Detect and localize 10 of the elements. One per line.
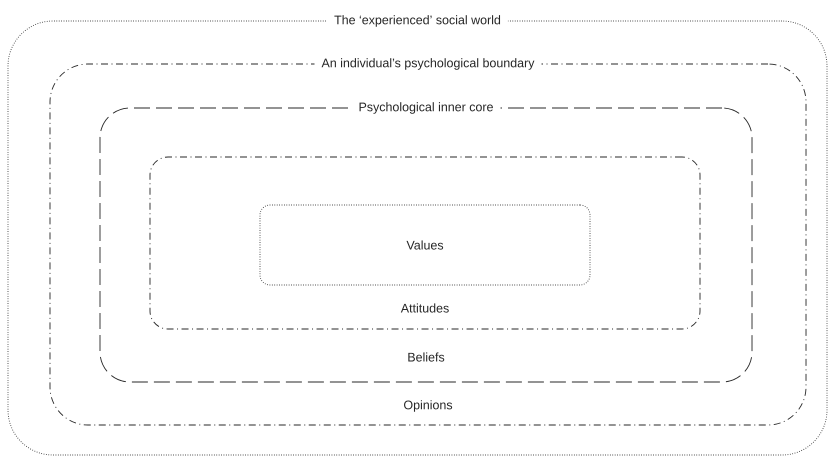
box-heading: The ‘experienced’ social world xyxy=(327,14,508,28)
nested-box xyxy=(150,156,700,330)
box-heading: Psychological inner core xyxy=(352,101,500,115)
box-heading: An individual’s psychological boundary xyxy=(314,57,542,71)
box-label: Values xyxy=(406,240,444,250)
box-label: Attitudes xyxy=(400,303,449,313)
nested-box xyxy=(260,204,590,286)
box-label: Opinions xyxy=(404,400,452,412)
box-label: Beliefs xyxy=(408,352,444,362)
nested-box xyxy=(100,101,752,382)
